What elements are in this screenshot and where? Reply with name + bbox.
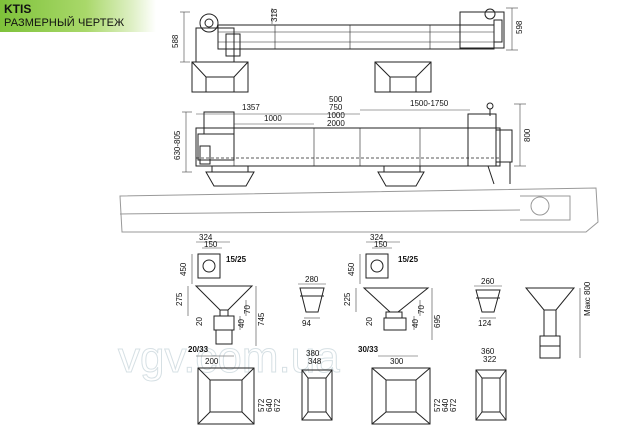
dim-midright-w-bottom: 124 [478,319,492,328]
dim-left-flange: 20/33 [188,345,209,354]
dim-right-h70: 70 [417,305,426,314]
dim-side-left-length: 1357 [242,103,260,112]
dim-right-h40: 40 [411,319,420,328]
dim-plate-midleft-w2: 348 [308,357,322,366]
dim-left-h-motor: 450 [179,262,188,276]
dim-right-h20: 20 [365,317,374,326]
dim-plate-midright-w1: 360 [481,347,495,356]
detail-far-right [524,287,576,359]
bottom-plate-mid-right [475,369,507,421]
dim-side-inner-length: 1000 [264,114,282,123]
dim-right-w-base: 300 [390,357,404,366]
header-banner: KTIS РАЗМЕРНЫЙ ЧЕРТЕЖ [0,0,156,32]
dim-top-height-left: 588 [171,34,180,48]
dim-right-h-motor: 450 [347,262,356,276]
dim-side-section-1000: 1000 [327,111,345,120]
bottom-plate-mid-left [301,369,333,421]
dim-farright-height: Макс 800 [583,281,592,316]
watermark-text: vgv.com.ua [118,333,340,382]
dim-plate-left-h1: 572 [257,398,266,412]
page-subtitle: РАЗМЕРНЫЙ ЧЕРТЕЖ [4,17,125,29]
dim-left-w-base: 200 [205,357,219,366]
dim-side-section-500: 500 [329,95,343,104]
dim-plate-right-h3: 672 [449,398,458,412]
dim-right-w-inner: 150 [374,240,388,249]
dim-left-h70: 70 [243,305,252,314]
detail-mid-right [475,289,501,313]
dim-left-label: 15/25 [226,255,247,264]
dim-plate-midleft-w1: 380 [306,349,320,358]
detail-right [362,253,430,331]
dim-left-h-total: 745 [257,312,266,326]
dim-right-h-hopper: 225 [343,292,352,306]
dim-left-w-inner: 150 [204,240,218,249]
dim-midleft-w-top: 280 [305,275,319,284]
ground-outline [119,187,599,233]
dim-left-h40: 40 [237,319,246,328]
dim-left-w-top: 324 [199,233,213,242]
dim-right-label: 15/25 [398,255,419,264]
dim-plate-right-h2: 640 [441,398,450,412]
dim-side-height-left: 630-805 [173,130,182,160]
dim-left-h-hopper: 275 [175,292,184,306]
dim-side-right-length: 1500-1750 [410,99,449,108]
dim-plate-left-h3: 672 [273,398,282,412]
detail-left [194,253,254,345]
dim-top-offset: 318 [270,8,279,22]
bottom-plate-right [371,367,431,425]
dim-side-height-right: 800 [523,128,532,142]
top-view [191,8,505,93]
dim-midright-w-top: 260 [481,277,495,286]
side-view [195,102,513,187]
dim-top-height-right: 598 [515,20,524,34]
dim-left-h20: 20 [195,317,204,326]
dim-side-section-750: 750 [329,103,343,112]
dim-plate-left-h2: 640 [265,398,274,412]
detail-mid-left [299,287,325,313]
dim-midleft-w-bottom: 94 [302,319,311,328]
dim-right-flange: 30/33 [358,345,379,354]
dim-plate-right-h1: 572 [433,398,442,412]
dim-right-w-top: 324 [370,233,384,242]
dim-right-h-total: 695 [433,314,442,328]
bottom-plate-left [197,367,255,425]
dim-side-section-2000: 2000 [327,119,345,128]
page-title: KTIS [4,2,32,16]
dim-plate-midright-w2: 322 [483,355,497,364]
